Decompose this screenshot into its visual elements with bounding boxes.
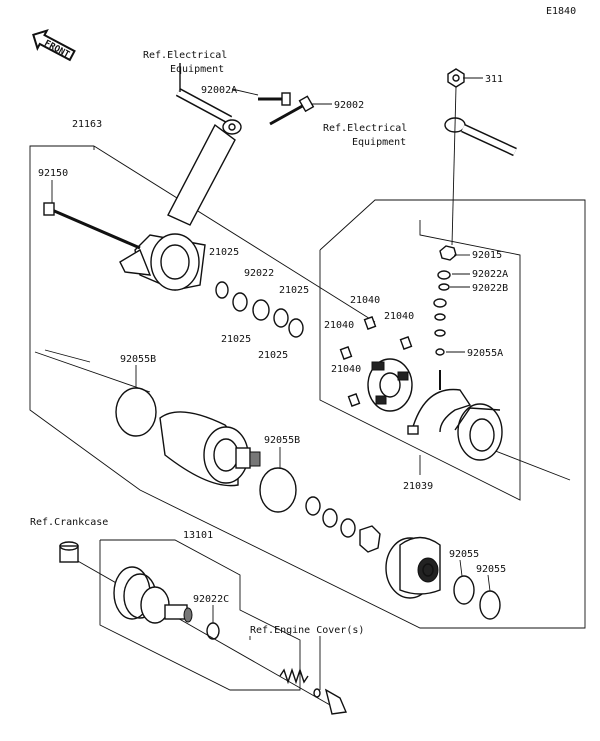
label-21039: 21039 [403, 481, 433, 492]
label-ref-electrical-1b: Equipment [170, 64, 224, 75]
label-ref-crankcase: Ref.Crankcase [30, 517, 108, 528]
label-ref-electrical-2b: Equipment [352, 137, 406, 148]
brush-plate-outline [319, 220, 521, 501]
label-21163: 21163 [72, 119, 102, 130]
bolt-92150 [43, 202, 141, 250]
label-92055b-1: 92055B [120, 354, 156, 365]
crankcase-bushing [59, 541, 79, 563]
label-92015: 92015 [472, 250, 502, 261]
electrical-cable-2 [444, 68, 517, 246]
end-cover-right [454, 403, 503, 461]
terminal-nut-stack [433, 245, 457, 356]
starter-clutch-13101 [113, 566, 193, 624]
axis-arrow [44, 349, 91, 363]
label-21040-d: 21040 [331, 364, 361, 375]
front-arrow-icon: FRONT [32, 29, 76, 62]
o-ring-92055-b [479, 590, 501, 620]
label-92002a: 92002A [201, 85, 237, 96]
assembly-outline [29, 145, 586, 629]
clutch-outline [99, 539, 301, 691]
starter-motor-body [159, 411, 261, 487]
assembly-outline-diag [93, 145, 376, 323]
label-311: 311 [485, 74, 503, 85]
label-21040-c: 21040 [324, 320, 354, 331]
leader-lines [51, 77, 491, 690]
label-92055b-2: 92055B [264, 435, 300, 446]
o-ring-92055-a [453, 575, 475, 605]
label-92002: 92002 [334, 100, 364, 111]
bolt-92002a [258, 92, 291, 106]
washer-stack [215, 281, 304, 338]
label-92055-b: 92055 [476, 564, 506, 575]
label-21025-d: 21025 [258, 350, 288, 361]
axis-line-left [34, 351, 151, 393]
brush-bracket-21039 [407, 370, 472, 435]
brush-set [339, 316, 413, 407]
label-ref-electrical-1a: Ref.Electrical [143, 50, 227, 61]
spring-assembly [279, 667, 348, 715]
label-92022: 92022 [244, 268, 274, 279]
label-21025-b: 21025 [279, 285, 309, 296]
label-92055a: 92055A [467, 348, 503, 359]
front-cover [385, 536, 441, 599]
label-92150: 92150 [38, 168, 68, 179]
front-shim-stack [305, 496, 381, 553]
label-21040-a: 21040 [350, 295, 380, 306]
label-92055-a: 92055 [449, 549, 479, 560]
label-92022a: 92022A [472, 269, 508, 280]
label-13101: 13101 [183, 530, 213, 541]
label-92022b: 92022B [472, 283, 508, 294]
label-21025-a: 21025 [209, 247, 239, 258]
label-92022c: 92022C [193, 594, 229, 605]
label-21025-c: 21025 [221, 334, 251, 345]
brush-holder [367, 358, 413, 412]
electrical-cable-1 [175, 63, 242, 135]
o-ring-92055b-left [115, 387, 157, 437]
washer-92022c [206, 622, 220, 640]
o-ring-92055b-right [259, 467, 297, 513]
bolt-92002 [269, 95, 315, 126]
diagram-id: E1840 [546, 6, 576, 17]
label-ref-engine-cover: Ref.Engine Cover(s) [250, 625, 364, 636]
bracket-21163 [119, 123, 236, 291]
label-ref-electrical-2a: Ref.Electrical [323, 123, 407, 134]
label-21040-b: 21040 [384, 311, 414, 322]
